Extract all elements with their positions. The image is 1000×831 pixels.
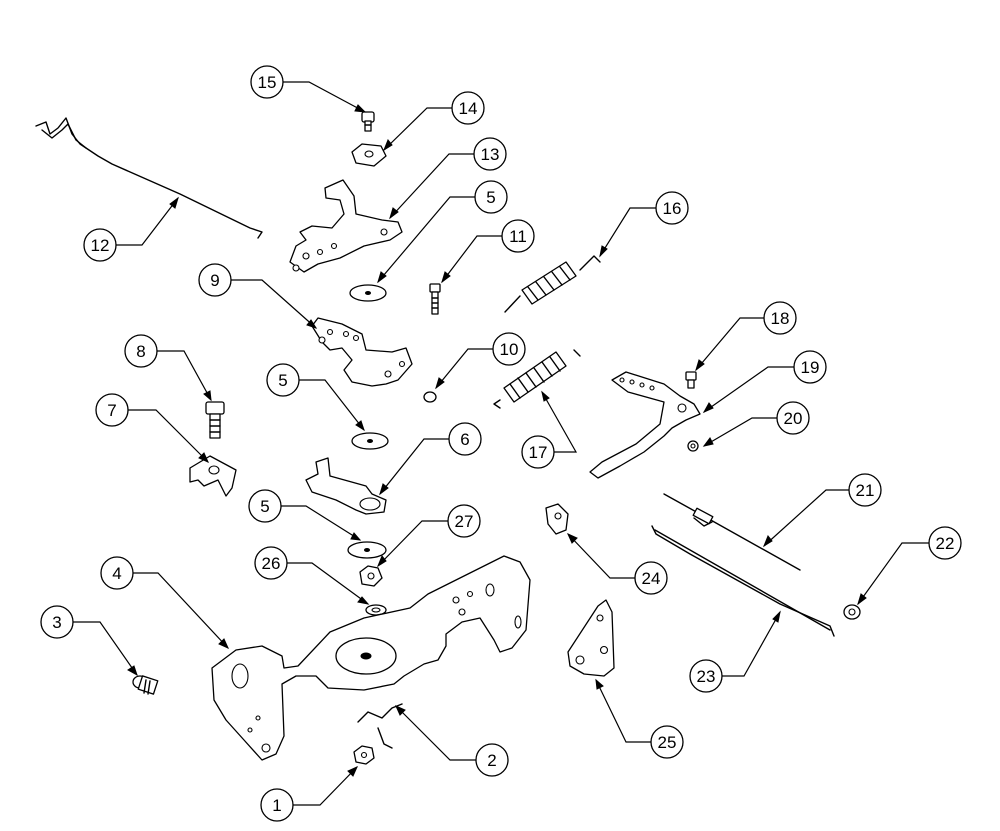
callout-3: 3 (40, 605, 138, 677)
part-2-clip (357, 703, 403, 749)
part-15-screw (361, 111, 375, 132)
callout-label: 13 (481, 145, 500, 164)
callout-21: 21 (762, 473, 882, 548)
callout-10: 10 (435, 332, 526, 390)
part-26-washer (365, 604, 387, 616)
callout-label: 3 (52, 613, 61, 632)
callout-17: 17 (521, 390, 578, 469)
callout-6: 6 (379, 422, 482, 496)
callout-5-lower: 5 (248, 489, 362, 541)
part-16-spring (504, 255, 601, 313)
callout-label: 5 (260, 497, 269, 516)
part-5-washer-middle (351, 432, 389, 450)
part-12-governor-rod (35, 117, 263, 239)
part-8-bolt (205, 401, 225, 439)
callout-label: 22 (936, 534, 955, 553)
part-5-washer-lower (347, 541, 387, 559)
callout-18: 18 (695, 301, 797, 372)
part-11-bolt (429, 283, 441, 315)
part-7-clip (189, 455, 237, 497)
part-6-lever (305, 457, 387, 515)
callout-label: 9 (210, 271, 219, 290)
callout-8: 8 (124, 334, 212, 402)
part-4-main-bracket (211, 555, 531, 761)
part-9-lever (311, 317, 413, 387)
part-13-lever-plate (289, 179, 403, 273)
callout-label: 8 (136, 342, 145, 361)
part-19-bracket (589, 371, 701, 479)
callout-11: 11 (441, 219, 535, 284)
callout-2: 2 (395, 705, 509, 777)
callout-1: 1 (260, 766, 358, 822)
callout-label: 14 (459, 99, 478, 118)
part-27-nut (359, 565, 383, 587)
callout-23: 23 (689, 610, 781, 693)
callout-13: 13 (389, 137, 507, 220)
callout-27: 27 (376, 504, 481, 568)
callout-label: 11 (509, 227, 527, 246)
callout-label: 17 (529, 443, 548, 462)
callout-26: 26 (254, 546, 370, 605)
callout-label: 15 (258, 73, 277, 92)
callout-label: 4 (112, 564, 121, 583)
callout-label: 19 (801, 358, 820, 377)
callout-22: 22 (857, 526, 962, 606)
part-1-nut (353, 745, 375, 765)
callout-15: 15 (250, 65, 367, 113)
callout-9: 9 (198, 263, 318, 329)
part-21-rod (663, 493, 801, 571)
callout-label: 10 (500, 340, 519, 359)
callout-label: 5 (486, 188, 495, 207)
callout-label: 18 (771, 309, 790, 328)
callout-label: 12 (91, 236, 110, 255)
callout-14: 14 (382, 91, 485, 152)
part-23-rod (651, 525, 835, 637)
callout-5-middle: 5 (266, 363, 365, 432)
callout-label: 25 (658, 733, 677, 752)
part-20-nut (687, 440, 699, 452)
part-5-washer-top (349, 284, 387, 302)
callout-label: 23 (697, 667, 716, 686)
part-25-plate (567, 599, 615, 677)
callout-label: 24 (642, 569, 661, 588)
part-14-washer (351, 143, 387, 167)
part-22-grommet (843, 604, 861, 620)
callout-16: 16 (599, 191, 689, 258)
callout-label: 21 (856, 481, 875, 500)
callout-24: 24 (567, 533, 668, 595)
callout-label: 1 (272, 796, 281, 815)
callout-12: 12 (83, 196, 179, 262)
callout-25: 25 (595, 678, 684, 759)
callout-label: 16 (663, 199, 682, 218)
callout-label: 27 (455, 512, 474, 531)
callout-label: 6 (460, 430, 469, 449)
callout-label: 26 (262, 554, 281, 573)
part-10-nut (423, 391, 437, 403)
part-17-spring (493, 349, 581, 409)
callout-5-top: 5 (377, 180, 508, 284)
callout-4: 4 (100, 556, 229, 649)
callout-20: 20 (702, 401, 810, 447)
part-3-fitting (132, 675, 159, 695)
callout-label: 7 (107, 401, 116, 420)
callout-label: 2 (487, 751, 496, 770)
callout-label: 20 (784, 409, 803, 428)
part-18-screw (685, 371, 697, 389)
callout-19: 19 (702, 350, 827, 414)
callout-label: 5 (278, 371, 287, 390)
part-24-swivel (545, 503, 569, 535)
callout-7: 7 (95, 393, 209, 463)
